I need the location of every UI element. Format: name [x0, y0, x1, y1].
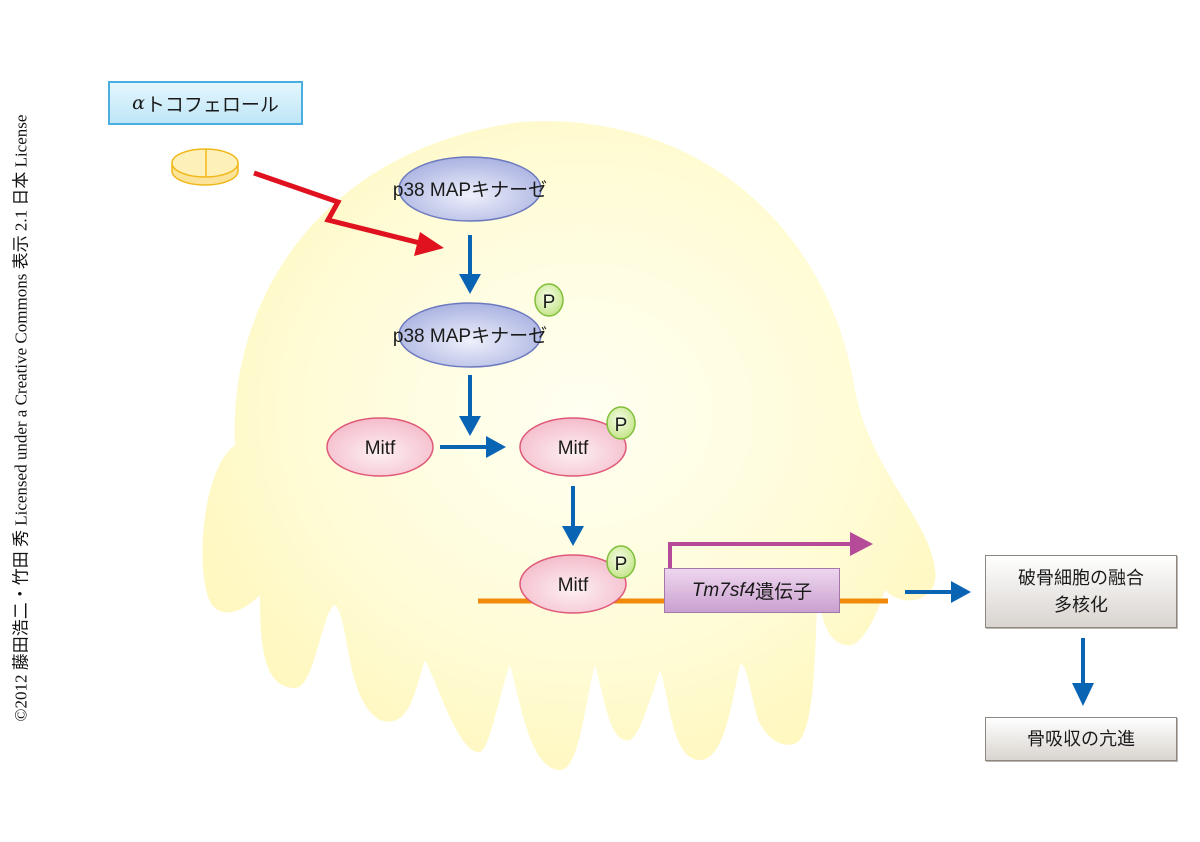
phospho-p38-mapk-node: p38 MAPキナーゼ P: [393, 283, 564, 368]
svg-text:P: P: [543, 292, 556, 313]
tablet-icon: [171, 148, 239, 186]
svg-text:P: P: [615, 554, 628, 575]
red-induction-arrow: [253, 170, 444, 256]
alpha-symbol: α: [132, 92, 145, 114]
mitf-label: Mitf: [365, 438, 396, 459]
fusion-line-2: 多核化: [1054, 594, 1108, 615]
dna-bound-mitf-node: Mitf P: [519, 545, 636, 614]
gene-name: Tm7sf4: [691, 579, 756, 601]
gene-suffix: 遺伝子: [755, 582, 813, 603]
phosphate-badge: P: [606, 406, 636, 440]
fusion-line-1: 破骨細胞の融合: [1018, 567, 1144, 588]
phosphate-badge: P: [534, 283, 564, 317]
phospho-mitf-node: Mitf P: [519, 406, 636, 477]
copyright-notice: ©2012 藤田浩二・竹田 秀 Licensed under a Creativ…: [11, 114, 31, 722]
drug-name: トコフェロール: [145, 94, 279, 116]
arrow-activation-1: [459, 235, 481, 294]
svg-text:P: P: [615, 415, 628, 436]
arrow-phosphorylation: [440, 436, 506, 458]
resorption-label: 骨吸収の亢進: [1027, 728, 1135, 749]
arrow-to-resorption: [1072, 638, 1094, 706]
p38-mapk-label: p38 MAPキナーゼ: [393, 179, 547, 201]
mitf-node: Mitf: [326, 417, 434, 477]
p38-mapk-node: p38 MAPキナーゼ: [393, 156, 547, 222]
bone-resorption-box: 骨吸収の亢進: [985, 717, 1177, 761]
dna-bound-mitf-label: Mitf: [558, 575, 589, 596]
arrow-nuclear-binding: [562, 486, 584, 546]
phospho-p38-mapk-label: p38 MAPキナーゼ: [393, 325, 547, 347]
phosphate-badge: P: [606, 545, 636, 579]
arrow-activation-2: [459, 375, 481, 436]
osteoclast-fusion-box: 破骨細胞の融合 多核化: [985, 555, 1177, 628]
transcription-start-arrow: [668, 532, 873, 569]
arrow-to-fusion: [905, 581, 971, 603]
phospho-mitf-label: Mitf: [558, 438, 589, 459]
